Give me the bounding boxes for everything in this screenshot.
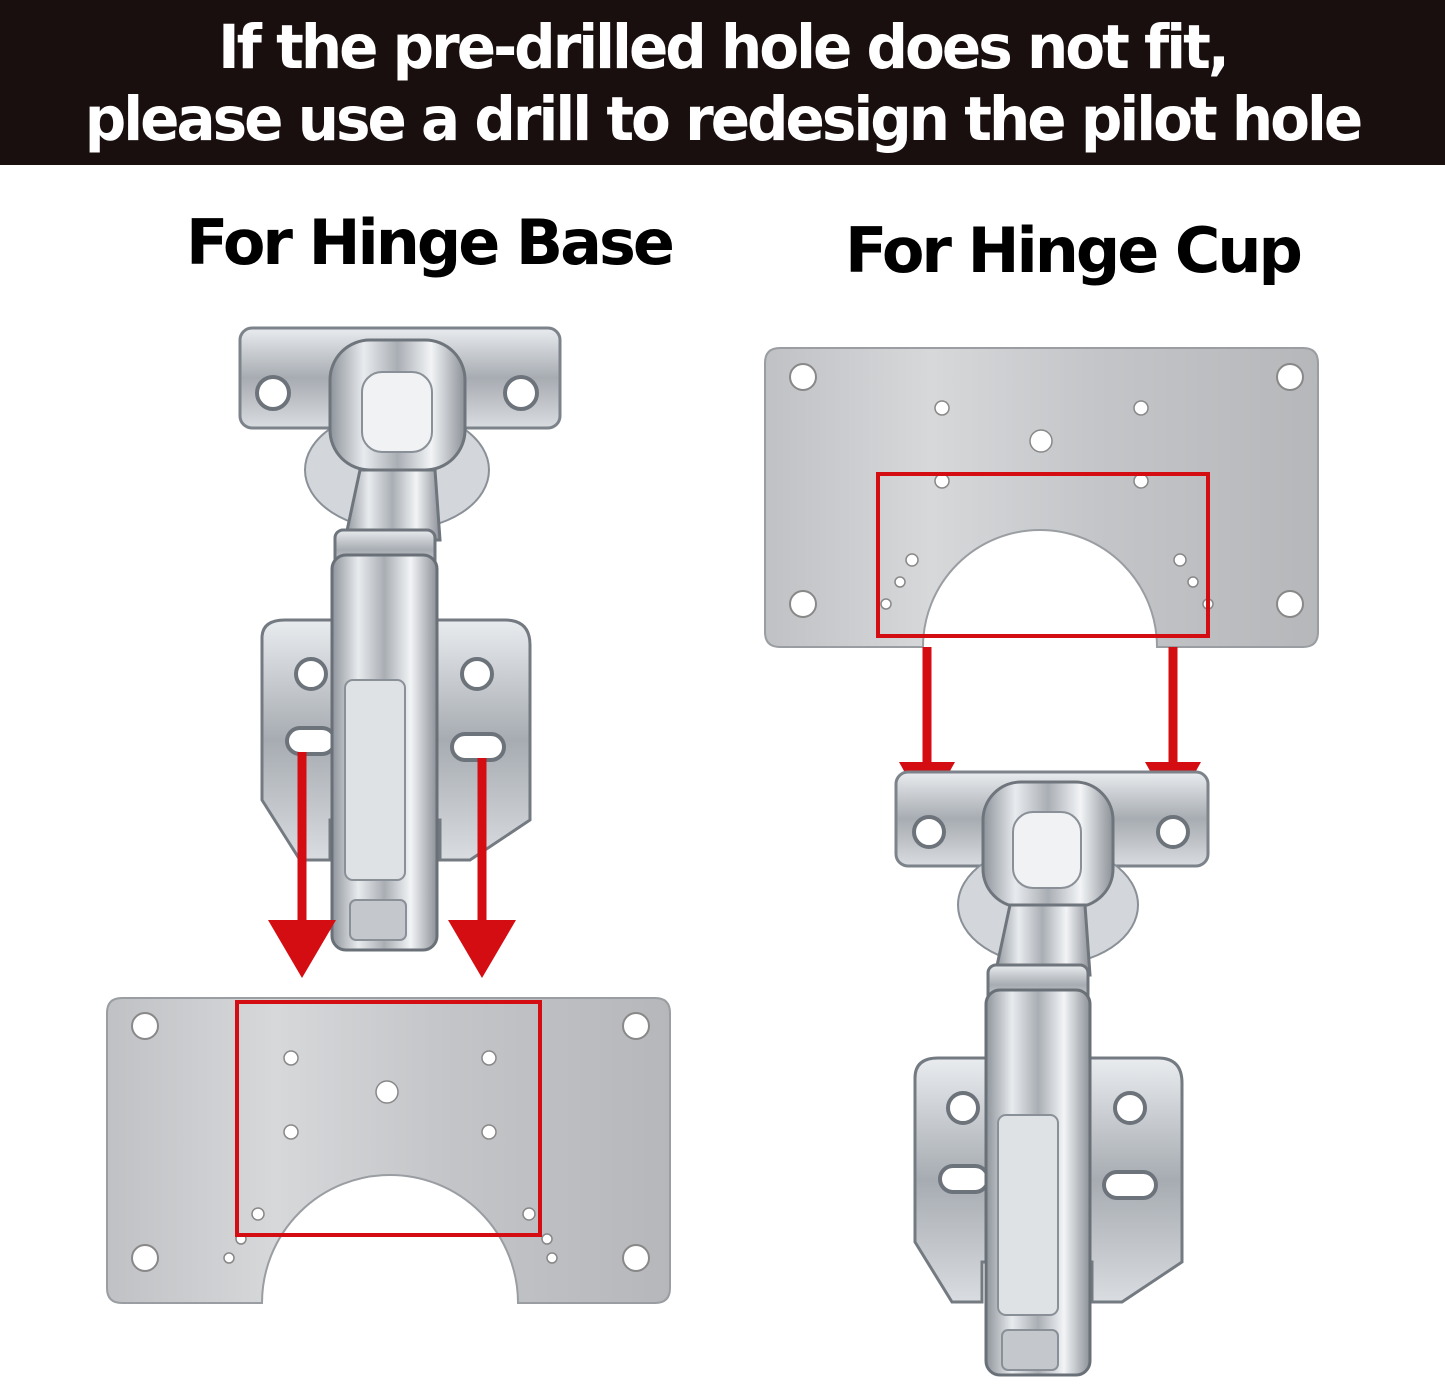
arrow-down-icon bbox=[268, 752, 336, 978]
arrow-down-icon bbox=[448, 758, 516, 978]
hinge-base-heading: For Hinge Base bbox=[186, 206, 675, 279]
hinge-image-right bbox=[894, 770, 1210, 1377]
title-banner: If the pre-drilled hole does not fit, pl… bbox=[0, 0, 1445, 165]
hinge-image-left bbox=[238, 326, 562, 952]
banner-line-1: If the pre-drilled hole does not fit, bbox=[218, 11, 1230, 83]
hinge-cup-heading: For Hinge Cup bbox=[845, 214, 1303, 287]
banner-line-2: please use a drill to redesign the pilot… bbox=[84, 83, 1363, 155]
repair-plate-image-left bbox=[106, 997, 671, 1304]
repair-plate-image-right bbox=[764, 347, 1319, 648]
